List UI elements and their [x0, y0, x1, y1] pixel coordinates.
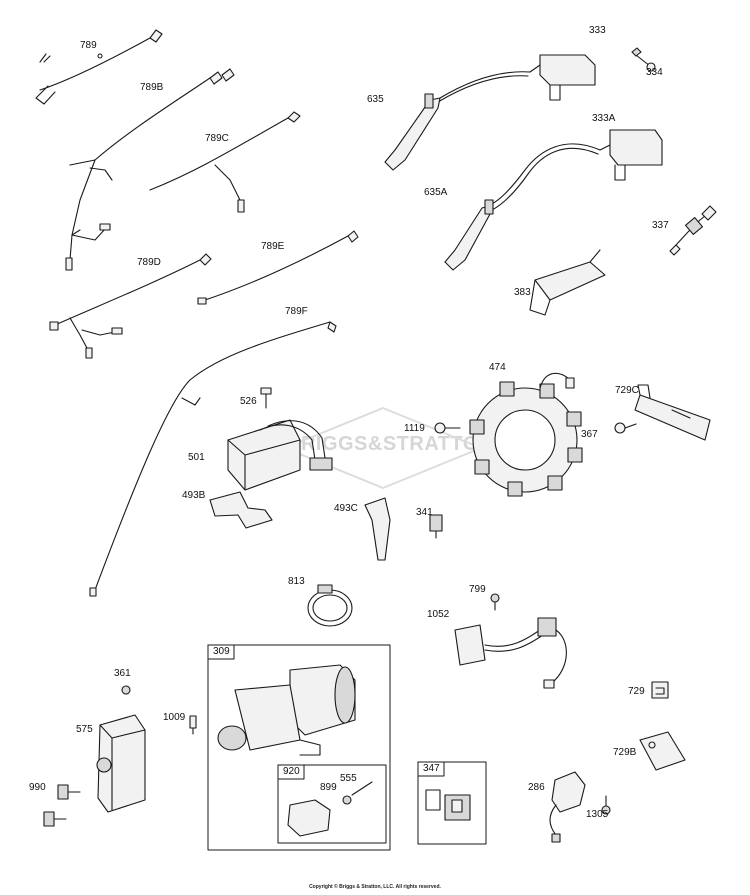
- box-309-frame: [207, 644, 391, 851]
- part-label-799: 799: [469, 584, 486, 595]
- watermark-emblem: [284, 407, 482, 489]
- part-555-screw: [342, 781, 373, 805]
- part-333a-ignition-coil: [489, 129, 663, 211]
- part-label-474: 474: [489, 362, 506, 373]
- part-label-493b: 493B: [182, 490, 206, 501]
- part-label-789: 789: [80, 40, 97, 51]
- part-333-ignition-coil: [437, 54, 596, 103]
- part-813-clamp: [307, 584, 353, 627]
- part-label-367: 367: [581, 429, 598, 440]
- part-341-standoff: [429, 514, 443, 539]
- part-575-housing: [96, 714, 146, 813]
- part-label-361: 361: [114, 668, 131, 679]
- part-label-635a: 635A: [424, 187, 448, 198]
- part-label-337: 337: [652, 220, 669, 231]
- part-729c-bracket: [634, 384, 711, 441]
- part-label-789f: 789F: [285, 306, 308, 317]
- part-label-789e: 789E: [261, 241, 285, 252]
- part-label-729: 729: [628, 686, 645, 697]
- part-label-334: 334: [646, 67, 663, 78]
- part-493c-bracket: [364, 497, 391, 561]
- part-label-333a: 333A: [592, 113, 616, 124]
- part-label-729c: 729C: [615, 385, 639, 396]
- part-label-526: 526: [240, 396, 257, 407]
- part-label-789c: 789C: [205, 133, 229, 144]
- part-383-ground-clip: [529, 249, 606, 316]
- box-347-frame: [417, 761, 487, 845]
- part-493b-bracket: [209, 491, 273, 529]
- part-729-clip: [651, 681, 669, 699]
- part-899-solenoid: [287, 799, 331, 837]
- part-label-493c: 493C: [334, 503, 358, 514]
- part-729b-bracket: [639, 731, 686, 771]
- part-label-555: 555: [340, 773, 357, 784]
- part-1009-screw: [189, 715, 197, 735]
- part-label-1119: 1119: [404, 423, 425, 434]
- part-789e-wire: [197, 230, 359, 305]
- part-label-575: 575: [76, 724, 93, 735]
- box-label-309: 309: [213, 646, 230, 657]
- box-label-920: 920: [283, 766, 300, 777]
- box-label-347: 347: [423, 763, 440, 774]
- copyright-notice: Copyright © Briggs & Stratton, LLC. All …: [309, 884, 441, 890]
- part-label-501: 501: [188, 452, 205, 463]
- part-label-383: 383: [514, 287, 531, 298]
- part-789d-harness: [49, 253, 212, 359]
- part-label-729b: 729B: [613, 747, 637, 758]
- part-label-789b: 789B: [140, 82, 164, 93]
- part-789b-harness: [65, 68, 235, 271]
- brand-watermark: BRIGGS&STRATTON: [286, 433, 494, 455]
- part-789f-wire: [89, 321, 337, 597]
- part-474-alternator-stator: [469, 372, 583, 497]
- part-361-nut: [121, 685, 131, 695]
- part-label-341: 341: [416, 507, 433, 518]
- part-799-screw: [490, 593, 500, 611]
- part-label-1052: 1052: [427, 609, 450, 620]
- part-label-1305: 1305: [586, 809, 609, 820]
- part-label-286: 286: [528, 782, 545, 793]
- part-635-spark-plug-boot: [384, 93, 441, 171]
- part-347-switch: [425, 789, 471, 821]
- part-990-key: [43, 784, 81, 827]
- part-309-starter-motor: [217, 664, 356, 756]
- part-1119-screw: [434, 422, 461, 434]
- part-789c-wire: [149, 111, 301, 213]
- part-1305-screw: [601, 795, 611, 815]
- part-label-990: 990: [29, 782, 46, 793]
- part-label-1009: 1009: [163, 712, 186, 723]
- part-label-899: 899: [320, 782, 337, 793]
- part-501-regulator: [227, 419, 333, 491]
- part-334-screw: [631, 47, 656, 72]
- part-286-module: [549, 771, 586, 843]
- part-367-screw: [614, 422, 637, 434]
- part-label-789d: 789D: [137, 257, 161, 268]
- part-1052-switch-harness: [454, 617, 567, 689]
- part-526-screw: [260, 387, 272, 409]
- part-label-635: 635: [367, 94, 384, 105]
- part-635a-spark-plug-boot: [444, 199, 494, 271]
- part-label-333: 333: [589, 25, 606, 36]
- part-label-813: 813: [288, 576, 305, 587]
- part-337-spark-plug: [669, 205, 717, 256]
- part-789-wire: [35, 29, 163, 105]
- box-920-frame: [277, 764, 387, 844]
